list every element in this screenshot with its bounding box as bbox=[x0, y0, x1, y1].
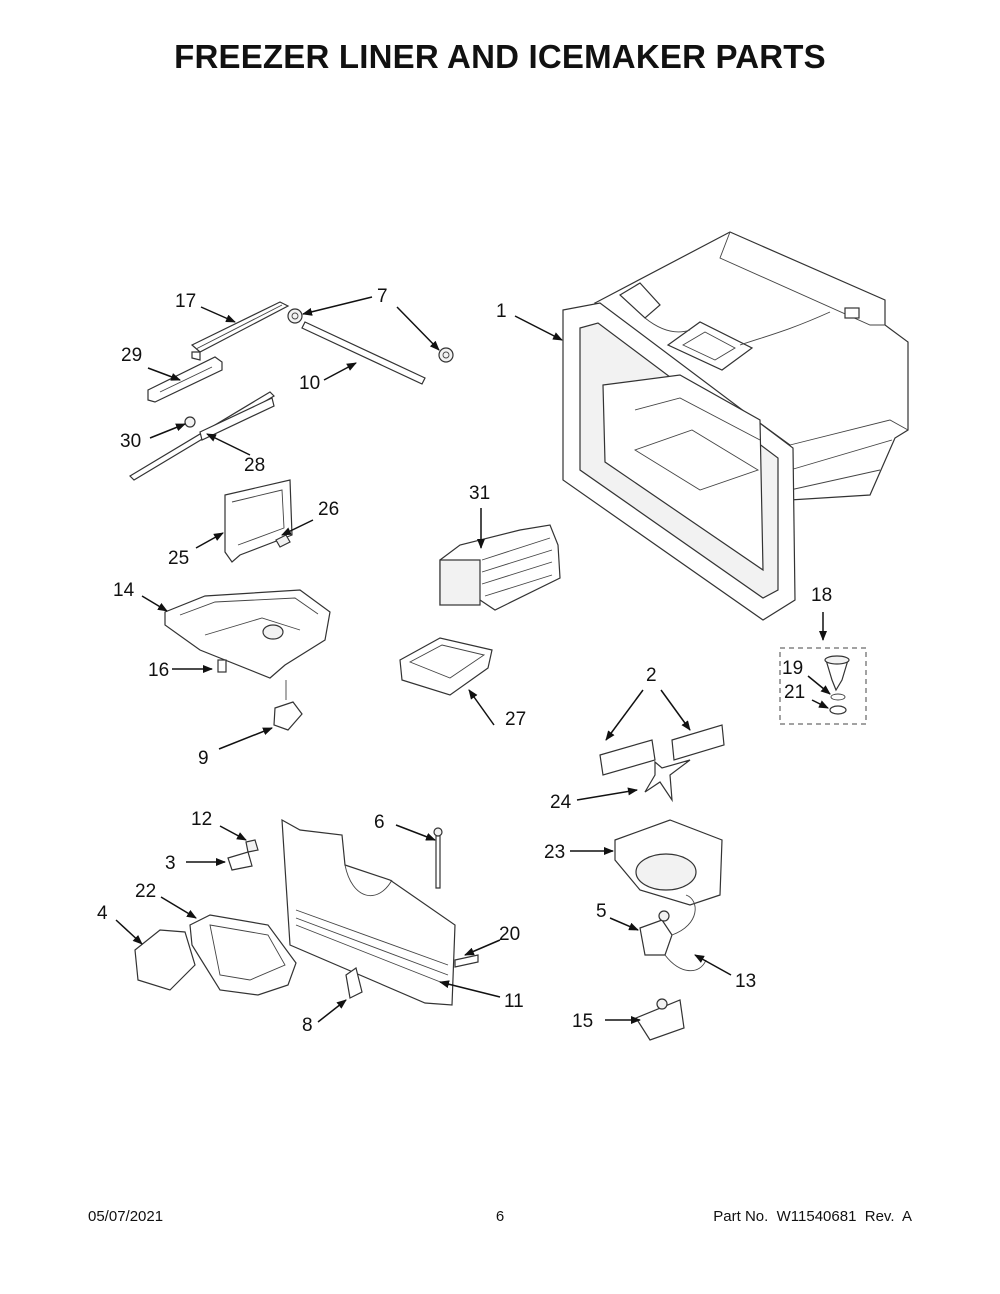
footer-part-number: Part No. W11540681 Rev. A bbox=[713, 1208, 912, 1225]
callout-9: 9 bbox=[198, 748, 209, 769]
ice-bin-housing-drawing bbox=[164, 589, 331, 731]
callout-24: 24 bbox=[550, 792, 572, 813]
callout-18: 18 bbox=[811, 585, 832, 606]
callout-16: 16 bbox=[148, 660, 169, 681]
callout-25: 25 bbox=[168, 548, 189, 569]
ice-tray-drawing bbox=[399, 637, 493, 696]
callout-4: 4 bbox=[97, 903, 108, 924]
callout-14: 14 bbox=[113, 580, 135, 601]
callout-31: 31 bbox=[469, 483, 490, 504]
callout-10: 10 bbox=[299, 373, 320, 394]
callout-29: 29 bbox=[121, 345, 142, 366]
callout-22: 22 bbox=[135, 881, 156, 902]
callout-26: 26 bbox=[318, 499, 339, 520]
callout-28: 28 bbox=[244, 455, 265, 476]
callout-12: 12 bbox=[191, 809, 212, 830]
callout-21: 21 bbox=[784, 682, 805, 703]
fill-tube-kit-drawing bbox=[779, 647, 867, 725]
fan-assembly-drawing bbox=[599, 724, 725, 1041]
callout-20: 20 bbox=[499, 924, 520, 945]
callout-1: 1 bbox=[496, 301, 507, 322]
callout-23: 23 bbox=[544, 842, 565, 863]
callout-19: 19 bbox=[782, 658, 803, 679]
callout-30: 30 bbox=[120, 431, 141, 452]
icemaker-drawing bbox=[439, 524, 561, 611]
callout-6: 6 bbox=[374, 812, 385, 833]
callout-8: 8 bbox=[302, 1015, 313, 1036]
callout-5: 5 bbox=[596, 901, 607, 922]
footer-page-number: 6 bbox=[495, 1208, 505, 1225]
callout-3: 3 bbox=[165, 853, 176, 874]
leader-arrows bbox=[115, 296, 831, 1024]
callout-13: 13 bbox=[735, 971, 756, 992]
callout-27: 27 bbox=[505, 709, 526, 730]
evaporator-cover-drawing bbox=[134, 818, 479, 1006]
freezer-liner-drawing bbox=[562, 231, 909, 621]
footer-date: 05/07/2021 bbox=[88, 1208, 164, 1225]
callout-2: 2 bbox=[646, 665, 657, 686]
page-title: FREEZER LINER AND ICEMAKER PARTS bbox=[174, 38, 826, 75]
callout-7: 7 bbox=[377, 286, 388, 307]
bracket-drawing bbox=[224, 479, 293, 563]
callout-11: 11 bbox=[504, 991, 524, 1012]
callout-15: 15 bbox=[572, 1011, 593, 1032]
slide-rail-parts-drawing bbox=[129, 301, 454, 481]
callout-17: 17 bbox=[175, 291, 196, 312]
